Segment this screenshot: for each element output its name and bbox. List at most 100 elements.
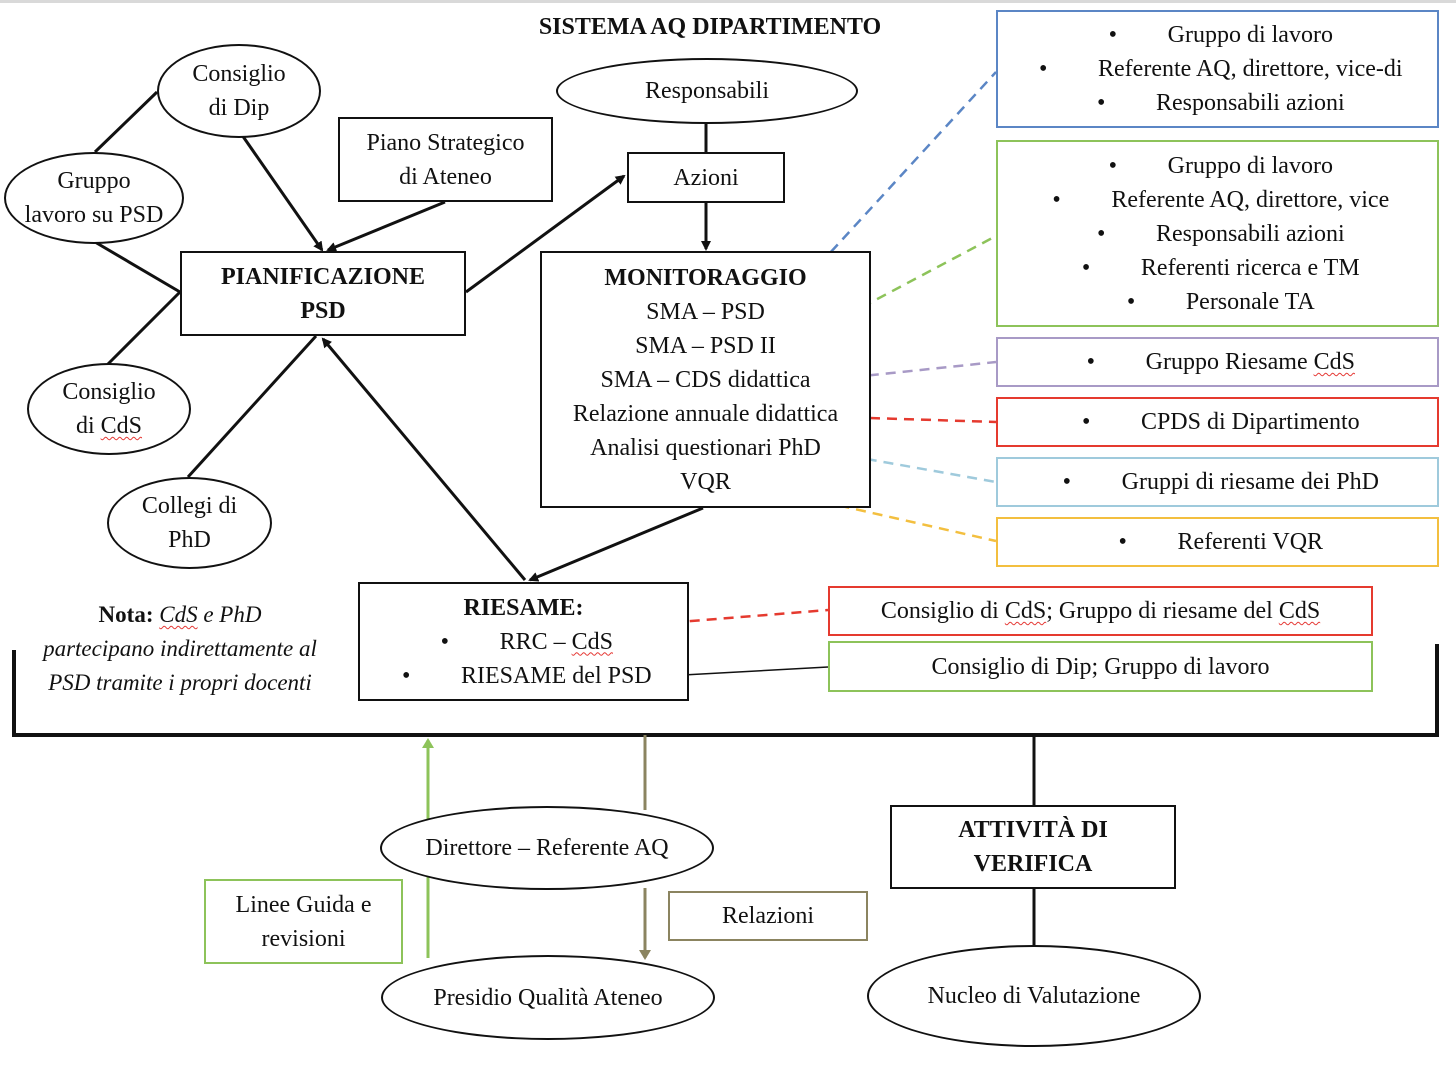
note-line-2-text: partecipano indirettamente al — [43, 636, 317, 661]
resp-item: • Responsabili azioni — [998, 217, 1437, 251]
bullet-icon: • — [1081, 409, 1091, 435]
monitoraggio-node: MONITORAGGIO SMA – PSD SMA – PSD II SMA … — [540, 251, 871, 508]
azioni-label: Azioni — [673, 164, 739, 191]
link-riesame-pianificazione — [321, 337, 527, 581]
riesame-box-red: Consiglio di CdS; Gruppo di riesame del … — [828, 586, 1373, 636]
resp-item-text: Referenti VQR — [1177, 529, 1324, 555]
collegi-phd-label-2: PhD — [168, 527, 211, 553]
resp-item-text: Referente AQ, direttore, vice — [1111, 186, 1390, 213]
resp-item-text: Gruppo di lavoro — [1167, 22, 1333, 48]
bullet-icon: • — [1062, 469, 1072, 495]
riesame-node: RIESAME: •RRC – CdS •RIESAME del PSD — [358, 582, 689, 701]
cds-spell-underline: CdS — [1278, 598, 1321, 624]
resp-item: •Personale TA — [998, 285, 1437, 319]
resp-item-text: Gruppi di riesame dei PhD — [1121, 469, 1379, 495]
piano-strategico-label-1: Piano Strategico — [366, 129, 525, 156]
collegi-phd-label-1: Collegi di — [141, 493, 238, 519]
riesame-item: •RIESAME del PSD — [395, 659, 652, 693]
gruppo-lavoro-label-2: lavoro su PSD — [24, 202, 164, 228]
link-phd-pianificazione — [186, 334, 318, 479]
monitoraggio-item: SMA – PSD II — [635, 332, 776, 359]
resp-item-text: Referente AQ, direttore, vice-di — [1098, 56, 1403, 82]
link-cds-pianificazione — [106, 290, 182, 366]
resp-item: • Gruppo di lavoro — [998, 18, 1437, 52]
attivita-verifica-label-1: ATTIVITÀ DI — [958, 817, 1108, 843]
riesame-item-text: RIESAME del PSD — [460, 662, 652, 689]
consiglio-cds-node: Consiglio di CdS — [27, 363, 191, 455]
gruppo-lavoro-psd-node: Gruppo lavoro su PSD — [4, 152, 184, 244]
presidio-label: Presidio Qualità Ateneo — [433, 984, 663, 1011]
linee-guida-box: Linee Guida e revisioni — [204, 879, 403, 964]
note-line-1: Nota: CdS e PhD — [30, 598, 330, 632]
resp-box-red: • CPDS di Dipartimento — [996, 397, 1439, 447]
responsabili-label: Responsabili — [645, 78, 769, 104]
monitoraggio-item: SMA – CDS didattica — [600, 366, 811, 393]
resp-item: • CPDS di Dipartimento — [998, 405, 1437, 439]
link-lightblue-dashed — [849, 454, 997, 484]
bullet-icon: • — [1039, 56, 1048, 82]
presidio-node: Presidio Qualità Ateneo — [381, 955, 715, 1040]
link-dip-pianificazione — [240, 134, 324, 252]
bullet-icon: • — [1096, 90, 1106, 116]
consiglio-dip-label-1: Consiglio — [192, 61, 286, 87]
diagram-title: SISTEMA AQ DIPARTIMENTO — [538, 14, 882, 40]
resp-item: • Responsabili azioni — [998, 86, 1437, 120]
resp-item-text: Responsabili azioni — [1155, 220, 1345, 247]
resp-box-green: •Gruppo di lavoro •Referente AQ, diretto… — [996, 140, 1439, 327]
riesame-box-red-text: Consiglio di CdS; Gruppo di riesame del … — [881, 594, 1320, 628]
note-phd: e PhD — [197, 602, 262, 627]
linee-guida-label-1: Linee Guida e — [235, 891, 372, 918]
link-gruppo-pianificazione — [94, 240, 181, 294]
resp-item-text: Gruppo Riesame CdS — [1145, 349, 1355, 375]
bullet-icon: • — [1086, 349, 1096, 375]
cds-spell-underline: CdS — [1313, 349, 1355, 375]
bullet-icon: • — [1108, 22, 1118, 48]
resp-item-text: Responsabili azioni — [1155, 90, 1345, 116]
note-line-3-text: PSD tramite i propri docenti — [48, 670, 312, 695]
resp-item-text: Referenti ricerca e TM — [1140, 254, 1360, 281]
cds-spell-underline: CdS — [100, 413, 143, 439]
bullet-icon: • — [1052, 186, 1061, 213]
link-red-dashed — [869, 416, 997, 424]
direttore-node: Direttore – Referente AQ — [380, 806, 714, 890]
riesame-box-green-text: Consiglio di Dip; Gruppo di lavoro — [931, 653, 1270, 680]
resp-box-purple: • Gruppo Riesame CdS — [996, 337, 1439, 387]
bullet-icon: • — [1096, 220, 1106, 247]
resp-item-text: CPDS di Dipartimento — [1140, 409, 1360, 435]
azioni-node: Azioni — [627, 152, 785, 203]
riesame-box-green: Consiglio di Dip; Gruppo di lavoro — [828, 641, 1373, 692]
link-riesame-psd-solid — [664, 666, 829, 677]
gruppo-lavoro-label-1: Gruppo — [57, 168, 131, 194]
relazioni-box: Relazioni — [668, 891, 868, 941]
monitoraggio-heading: MONITORAGGIO — [604, 264, 807, 291]
resp-item: • Referenti VQR — [998, 525, 1437, 559]
resp-item: •Gruppo di lavoro — [998, 149, 1437, 183]
text-part: ; Gruppo di riesame del — [1046, 598, 1279, 624]
bullet-icon: • — [1081, 254, 1091, 281]
linee-guida-label-2: revisioni — [261, 925, 346, 952]
pianificazione-label-2: PSD — [300, 297, 346, 324]
top-border — [0, 0, 1456, 3]
relazioni-label: Relazioni — [722, 903, 814, 929]
resp-item: • Referente AQ, direttore, vice — [998, 183, 1437, 217]
consiglio-dip-node: Consiglio di Dip — [157, 44, 321, 138]
monitoraggio-item: Analisi questionari PhD — [590, 434, 821, 461]
monitoraggio-item: VQR — [680, 468, 731, 495]
bullet-icon: • — [1108, 152, 1118, 179]
consiglio-cds-label-2: di CdS — [75, 413, 143, 439]
note-line-2: partecipano indirettamente al — [30, 632, 330, 666]
consiglio-dip-label-2: di Dip — [208, 95, 270, 121]
cds-spell-underline: CdS — [1004, 598, 1047, 624]
note-cds: CdS — [159, 602, 198, 627]
bullet-icon: • — [1118, 529, 1127, 555]
note-label: Nota: — [98, 602, 154, 627]
resp-box-lightblue: • Gruppi di riesame dei PhD — [996, 457, 1439, 507]
text-part: Consiglio di — [880, 598, 1005, 624]
nucleo-label: Nucleo di Valutazione — [927, 983, 1141, 1009]
responsabili-node: Responsabili — [556, 58, 858, 124]
note-text: Nota: CdS e PhD partecipano indirettamen… — [30, 598, 330, 700]
resp-item: • Referenti ricerca e TM — [998, 251, 1437, 285]
consiglio-cds-label-1: Consiglio — [62, 379, 156, 405]
link-dip-gruppo — [93, 90, 159, 154]
pianificazione-label-1: PIANIFICAZIONE — [220, 263, 426, 290]
